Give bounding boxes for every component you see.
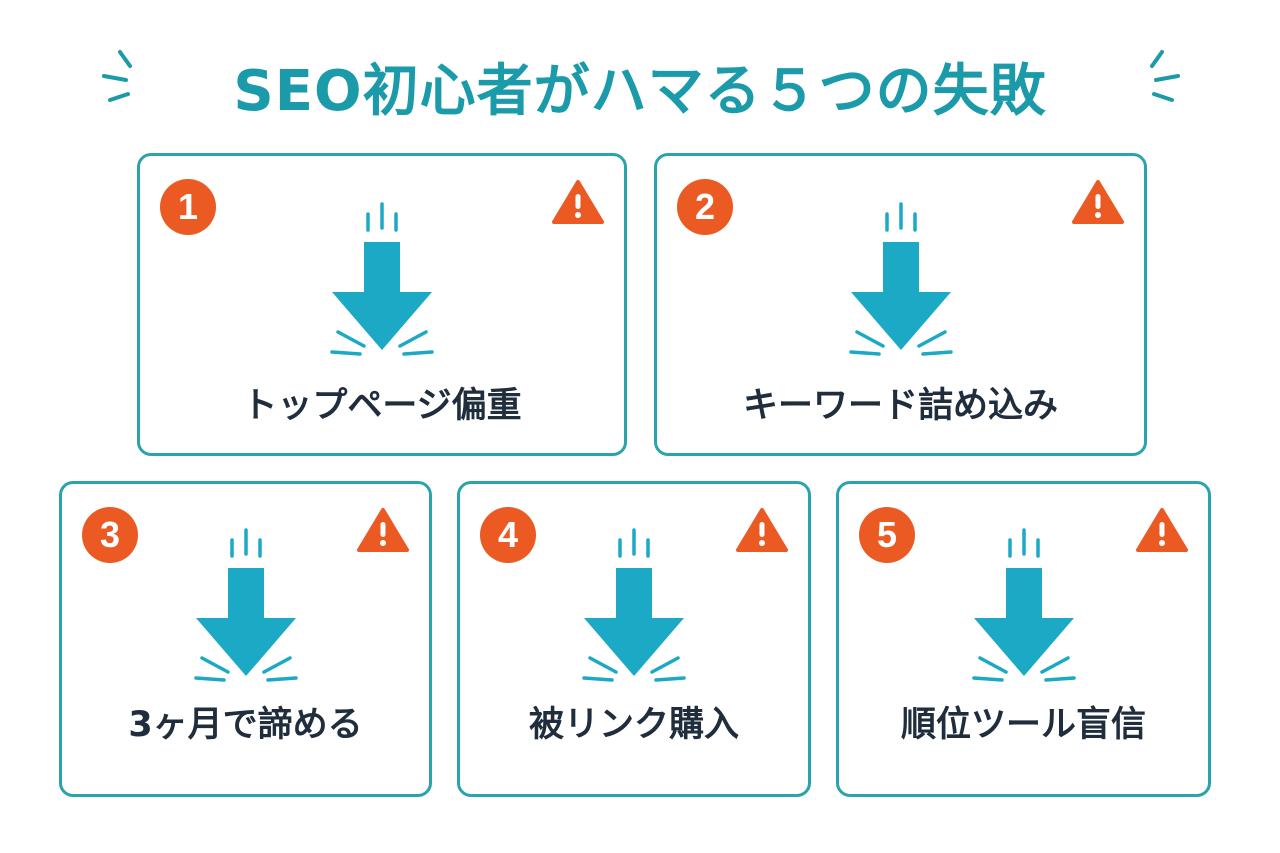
page-title: SEO初心者がハマる５つの失敗 — [233, 59, 1047, 124]
mistake-card-4: 4 被リンク購入 — [457, 481, 811, 797]
number-badge: 2 — [677, 179, 733, 235]
number-badge: 3 — [82, 507, 138, 563]
down-arrow-icon — [971, 528, 1076, 682]
mistake-label: 順位ツール盲信 — [900, 705, 1146, 745]
mistake-label: キーワード詰め込み — [742, 386, 1058, 426]
mistake-label: 3ヶ月で諦める — [128, 705, 363, 745]
down-arrow-icon — [848, 202, 953, 356]
down-arrow-icon — [582, 528, 686, 682]
mistake-card-2: 2 キーワード詰め込み — [654, 153, 1147, 456]
warning-triangle-icon — [552, 180, 604, 224]
mistake-card-5: 5 順位ツール盲信 — [836, 481, 1211, 797]
warning-triangle-icon — [1072, 180, 1124, 224]
mistake-card-3: 3 3ヶ月で諦める — [59, 481, 432, 797]
warning-triangle-icon — [736, 508, 788, 552]
sparkle-lines-right — [1150, 50, 1180, 102]
warning-triangle-icon — [1136, 508, 1188, 552]
number-badge: 5 — [859, 507, 915, 563]
sparkle-lines-left — [102, 50, 132, 102]
number-badge: 4 — [480, 507, 536, 563]
down-arrow-icon — [330, 202, 434, 356]
number-badge: 1 — [160, 179, 216, 235]
mistake-card-1: 1 トップページ偏重 — [137, 153, 627, 456]
mistake-label: 被リンク購入 — [528, 705, 739, 745]
mistake-label: トップページ偏重 — [242, 386, 522, 426]
warning-triangle-icon — [357, 508, 409, 552]
down-arrow-icon — [193, 528, 298, 682]
